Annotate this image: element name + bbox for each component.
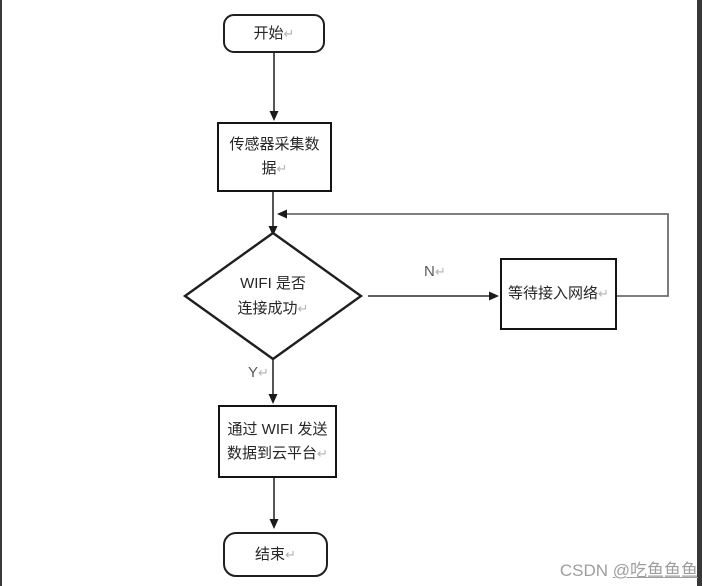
page-right-border — [697, 0, 702, 586]
node-decision-label: WIFI 是否 连接成功↵ — [193, 265, 353, 327]
node-send-cloud[interactable]: 通过 WIFI 发送 数据到云平台↵ — [218, 405, 337, 478]
node-send-label-line1: 通过 WIFI 发送 — [227, 420, 328, 438]
arrowhead-start-to-sensor — [269, 111, 279, 121]
watermark-handle: @吃鱼鱼鱼 — [612, 561, 698, 580]
node-sensor-label-line2: 据↵ — [261, 160, 288, 177]
node-end-label: 结束↵ — [255, 545, 296, 563]
node-wait-label: 等待接入网络↵ — [508, 285, 609, 302]
node-sensor-label-line1: 传感器采集数 — [229, 136, 320, 153]
return-mark: ↵ — [258, 365, 269, 380]
return-mark: ↵ — [283, 25, 295, 41]
return-mark: ↵ — [276, 161, 288, 176]
branch-label-yes: Y↵ — [248, 364, 269, 381]
node-sensor-collect[interactable]: 传感器采集数 据↵ — [217, 122, 332, 192]
return-mark: ↵ — [598, 286, 609, 301]
node-wait-network[interactable]: 等待接入网络↵ — [500, 258, 617, 330]
return-mark: ↵ — [297, 301, 309, 316]
return-mark: ↵ — [317, 445, 328, 461]
feedback-loop-line — [284, 213, 669, 297]
watermark-prefix: CSDN — [559, 561, 613, 580]
decision-label-line2: 连接成功↵ — [237, 300, 309, 317]
decision-label-line1: WIFI 是否 — [240, 275, 306, 292]
node-start[interactable]: 开始↵ — [223, 14, 325, 53]
branch-label-no: N↵ — [424, 263, 446, 280]
arrowhead-no-branch — [489, 291, 499, 301]
return-mark: ↵ — [434, 264, 446, 279]
csdn-watermark: CSDN @吃鱼鱼鱼 — [548, 556, 698, 581]
node-end[interactable]: 结束↵ — [223, 532, 328, 577]
decision-diamond-shape[interactable] — [182, 231, 364, 361]
arrowhead-feedback — [277, 209, 287, 219]
node-start-label: 开始↵ — [253, 24, 295, 42]
arrowhead-yes-branch — [268, 394, 278, 404]
arrowhead-sensor-to-decision — [268, 226, 278, 236]
return-mark: ↵ — [285, 546, 296, 562]
arrowhead-send-to-end — [269, 519, 279, 529]
node-send-label-line2: 数据到云平台↵ — [227, 444, 328, 462]
page-left-border — [0, 0, 2, 586]
